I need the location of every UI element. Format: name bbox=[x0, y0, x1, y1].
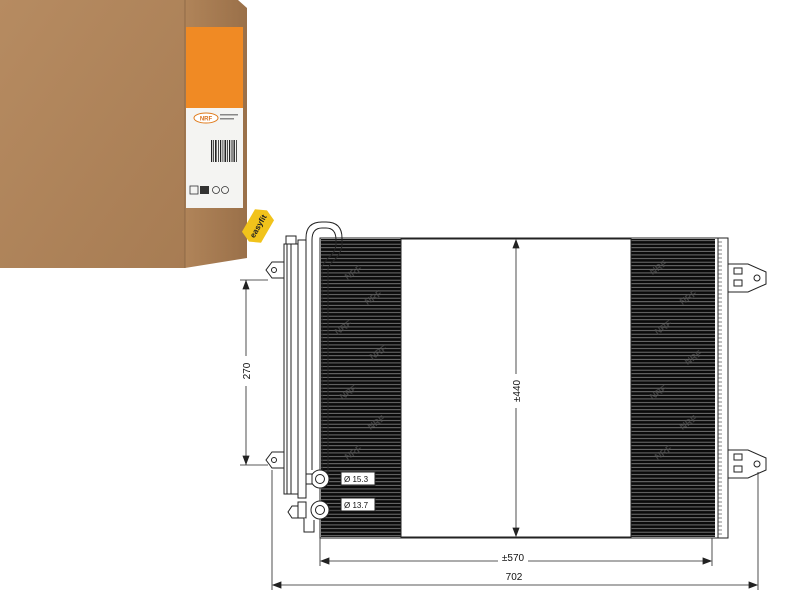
right-bracket-upper bbox=[727, 263, 767, 293]
port-upper bbox=[305, 469, 330, 489]
port-lower bbox=[287, 500, 330, 520]
certification-icons bbox=[189, 185, 229, 195]
port-upper-diameter: Ø 15.3 bbox=[344, 475, 369, 484]
package-box: NRF easyfit bbox=[0, 0, 275, 268]
dim-height: ±440 bbox=[512, 379, 523, 402]
refrigerant-pipe bbox=[305, 221, 343, 476]
left-bracket-upper bbox=[265, 261, 285, 279]
svg-text:NRF: NRF bbox=[200, 117, 213, 123]
fin-block-left bbox=[321, 239, 401, 537]
easyfit-badge: easyfit bbox=[241, 209, 275, 243]
fin-block-right bbox=[631, 239, 715, 537]
port-lower-label-box bbox=[340, 497, 376, 512]
left-bracket-lower bbox=[265, 451, 285, 469]
port-lower-diameter: Ø 13.7 bbox=[344, 501, 369, 510]
nrf-logo: NRF bbox=[193, 112, 219, 124]
dim-total-width: 702 bbox=[506, 572, 523, 583]
right-tank-ticks bbox=[718, 241, 722, 535]
barcode bbox=[211, 140, 237, 162]
right-tank bbox=[717, 237, 729, 539]
box-orange-label bbox=[186, 27, 243, 115]
box-front-face bbox=[0, 0, 185, 268]
port-upper-label-box bbox=[340, 471, 376, 486]
dim-core-width: ±570 bbox=[502, 553, 525, 564]
dim-bracket-spacing: 270 bbox=[242, 362, 253, 379]
right-bracket-lower bbox=[727, 449, 767, 479]
